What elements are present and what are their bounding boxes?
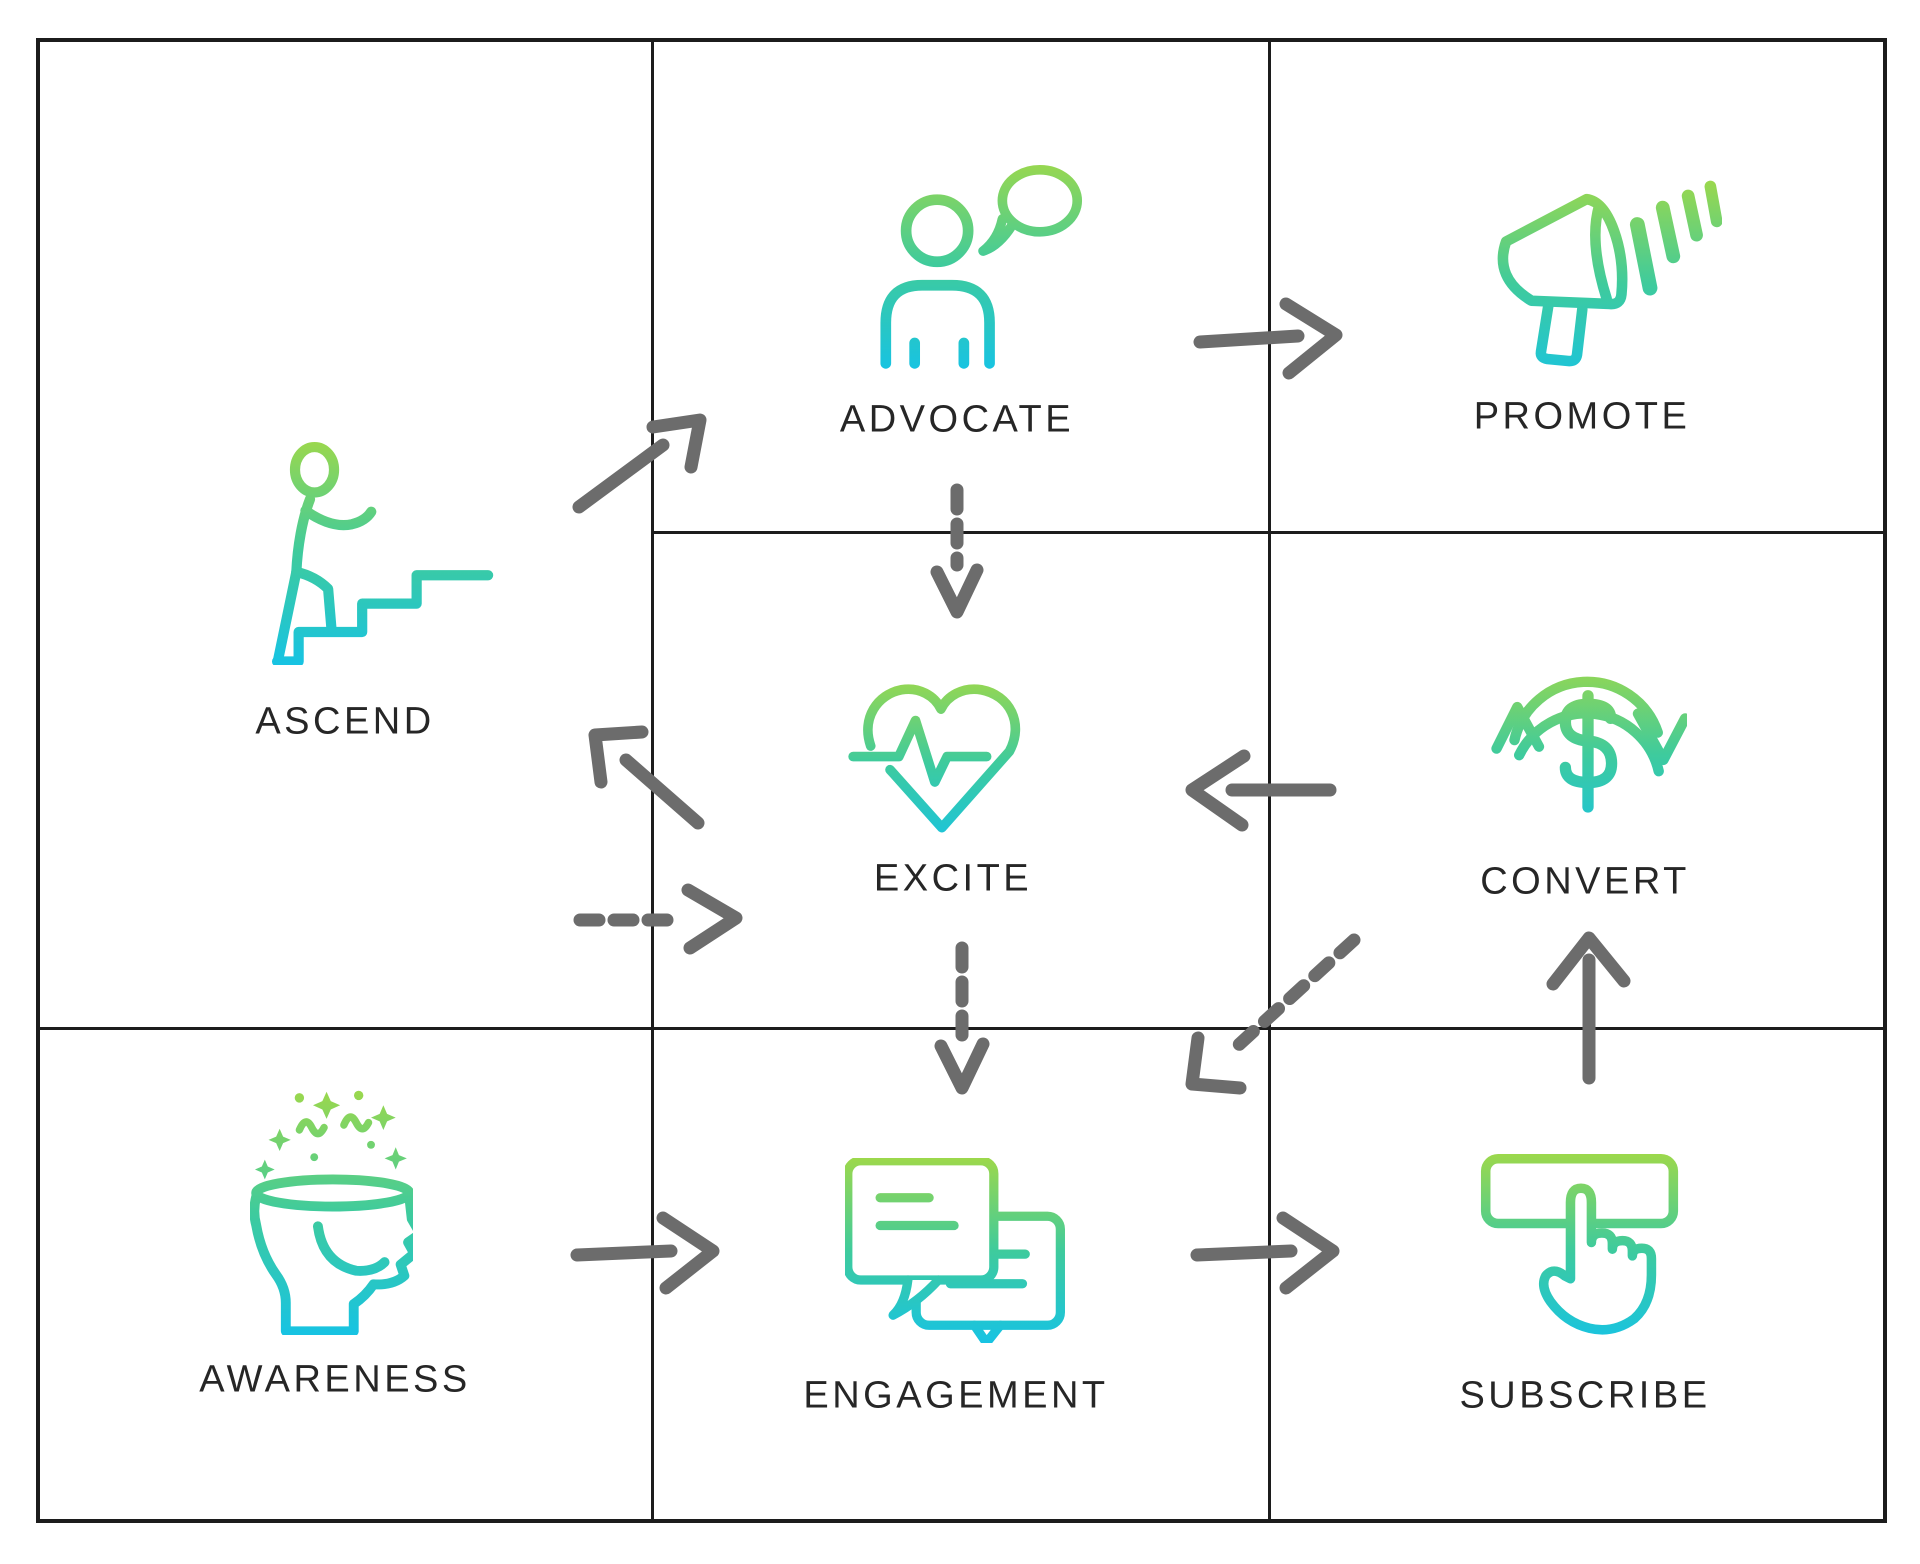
grid-line-vertical-2 [1268, 38, 1271, 1523]
arrow-engagement-to-subscribe [1190, 1211, 1340, 1295]
hand-click-button-icon [1480, 1153, 1679, 1335]
arrow-subscribe-to-convert [1546, 931, 1631, 1085]
open-mind-sparkles-icon [250, 1090, 413, 1335]
chat-bubbles-icon [845, 1158, 1065, 1343]
stage-label-ascend: ASCEND [255, 700, 435, 743]
arrow-convert-to-engagement-dashed [1185, 933, 1361, 1095]
arrow-ascend-to-advocate [572, 413, 707, 514]
arrow-advocate-to-excite-dashed [930, 483, 984, 619]
arrow-excite-to-ascend [588, 725, 705, 830]
stage-label-promote: PROMOTE [1473, 395, 1691, 438]
stage-label-subscribe: SUBSCRIBE [1459, 1374, 1711, 1417]
dollar-cycle-icon [1491, 676, 1687, 813]
arrow-excite-to-engagement-dashed [934, 941, 990, 1095]
heartbeat-heart-icon [848, 684, 1021, 833]
arrow-ascend-to-excite-dashed [573, 883, 743, 955]
stage-label-awareness: AWARENESS [199, 1358, 471, 1401]
stage-label-engagement: ENGAGEMENT [803, 1374, 1109, 1417]
grid-line-horizontal-top [653, 531, 1887, 534]
arrow-awareness-to-engagement [570, 1211, 720, 1295]
arrow-advocate-to-promote [1193, 297, 1343, 380]
megaphone-icon [1497, 180, 1722, 367]
outer-border [36, 38, 1887, 1523]
person-speech-bubble-icon [880, 164, 1083, 369]
stage-label-excite: EXCITE [873, 857, 1033, 900]
person-climbing-stairs-icon [271, 441, 494, 665]
stage-label-advocate: ADVOCATE [839, 398, 1075, 441]
stage-label-convert: CONVERT [1480, 860, 1690, 903]
arrow-convert-to-excite [1185, 749, 1337, 832]
